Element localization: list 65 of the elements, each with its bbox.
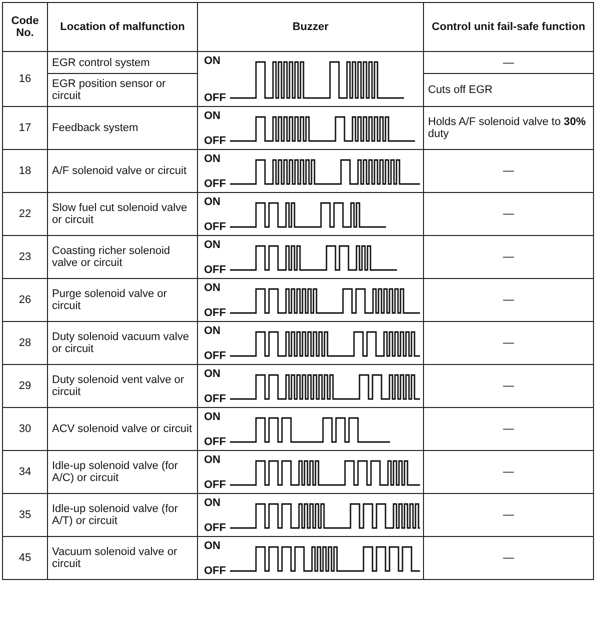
signal-level-label: ON	[204, 540, 222, 552]
fail-safe-function: —	[424, 150, 594, 192]
fail-safe-function: Holds A/F solenoid valve to 30% duty	[424, 106, 594, 150]
fail-safe-function: —	[424, 494, 594, 536]
signal-level-label: ON	[204, 497, 222, 509]
signal-level-label: ON	[204, 196, 222, 208]
malfunction-location: A/F solenoid valve or circuit	[48, 150, 198, 192]
signal-level-label: OFF	[204, 565, 227, 577]
malfunction-location: Vacuum solenoid valve or circuit	[48, 536, 198, 580]
signal-level-label: OFF	[204, 178, 227, 190]
code-number: 18	[2, 150, 48, 192]
fail-safe-function: —	[424, 322, 594, 364]
malfunction-location: Idle-up solenoid valve (for A/T) or circuit	[48, 494, 198, 536]
signal-level-label: OFF	[204, 350, 227, 362]
malfunction-location: Coasting richer solenoid valve or circuit	[48, 236, 198, 278]
fail-safe-function: —	[424, 450, 594, 494]
code-number: 30	[2, 408, 48, 450]
signal-level-label: OFF	[204, 307, 227, 319]
code-number: 29	[2, 364, 48, 408]
fail-safe-function: —	[424, 278, 594, 322]
signal-level-label: ON	[204, 325, 222, 337]
fail-safe-function: —	[424, 236, 594, 278]
signal-level-label: ON	[204, 282, 222, 294]
signal-level-label: OFF	[204, 522, 227, 534]
code-number: 26	[2, 278, 48, 322]
fail-safe-function: Cuts off EGR	[424, 74, 594, 106]
signal-level-label: ON	[204, 454, 222, 466]
fail-safe-function: —	[424, 408, 594, 450]
column-header: Code No.	[2, 2, 48, 52]
signal-level-label: OFF	[204, 135, 227, 147]
signal-level-label: OFF	[204, 92, 227, 104]
code-number: 23	[2, 236, 48, 278]
fail-safe-function: —	[424, 52, 594, 74]
code-number: 22	[2, 192, 48, 236]
column-header: Control unit fail-safe function	[424, 2, 594, 52]
column-header: Buzzer	[198, 2, 424, 52]
signal-level-label: ON	[204, 239, 222, 251]
code-number: 16	[2, 52, 48, 106]
fail-safe-function: —	[424, 364, 594, 408]
malfunction-location: ACV solenoid valve or circuit	[48, 408, 198, 450]
code-number: 34	[2, 450, 48, 494]
signal-level-label: OFF	[204, 393, 227, 405]
malfunction-location: Duty solenoid vent valve or circuit	[48, 364, 198, 408]
signal-level-label: ON	[204, 368, 222, 380]
signal-level-label: OFF	[204, 221, 227, 233]
code-number: 35	[2, 494, 48, 536]
malfunction-location: Purge solenoid valve or circuit	[48, 278, 198, 322]
fail-safe-function: —	[424, 192, 594, 236]
malfunction-location: EGR control system	[48, 52, 198, 74]
malfunction-location: Feedback system	[48, 106, 198, 150]
signal-level-label: ON	[204, 153, 222, 165]
code-number: 45	[2, 536, 48, 580]
malfunction-location: Slow fuel cut solenoid valve or circuit	[48, 192, 198, 236]
code-number: 28	[2, 322, 48, 364]
signal-level-label: OFF	[204, 479, 227, 491]
signal-level-label: OFF	[204, 436, 227, 448]
column-header: Location of malfunction	[48, 2, 198, 52]
malfunction-location: Duty solenoid vacuum valve or circuit	[48, 322, 198, 364]
signal-level-label: ON	[204, 55, 222, 67]
signal-level-label: OFF	[204, 264, 227, 276]
malfunction-location: Idle-up solenoid valve (for A/C) or circuit	[48, 450, 198, 494]
signal-level-label: ON	[204, 411, 222, 423]
code-number: 17	[2, 106, 48, 150]
signal-level-label: ON	[204, 110, 222, 122]
fail-safe-function: —	[424, 536, 594, 580]
